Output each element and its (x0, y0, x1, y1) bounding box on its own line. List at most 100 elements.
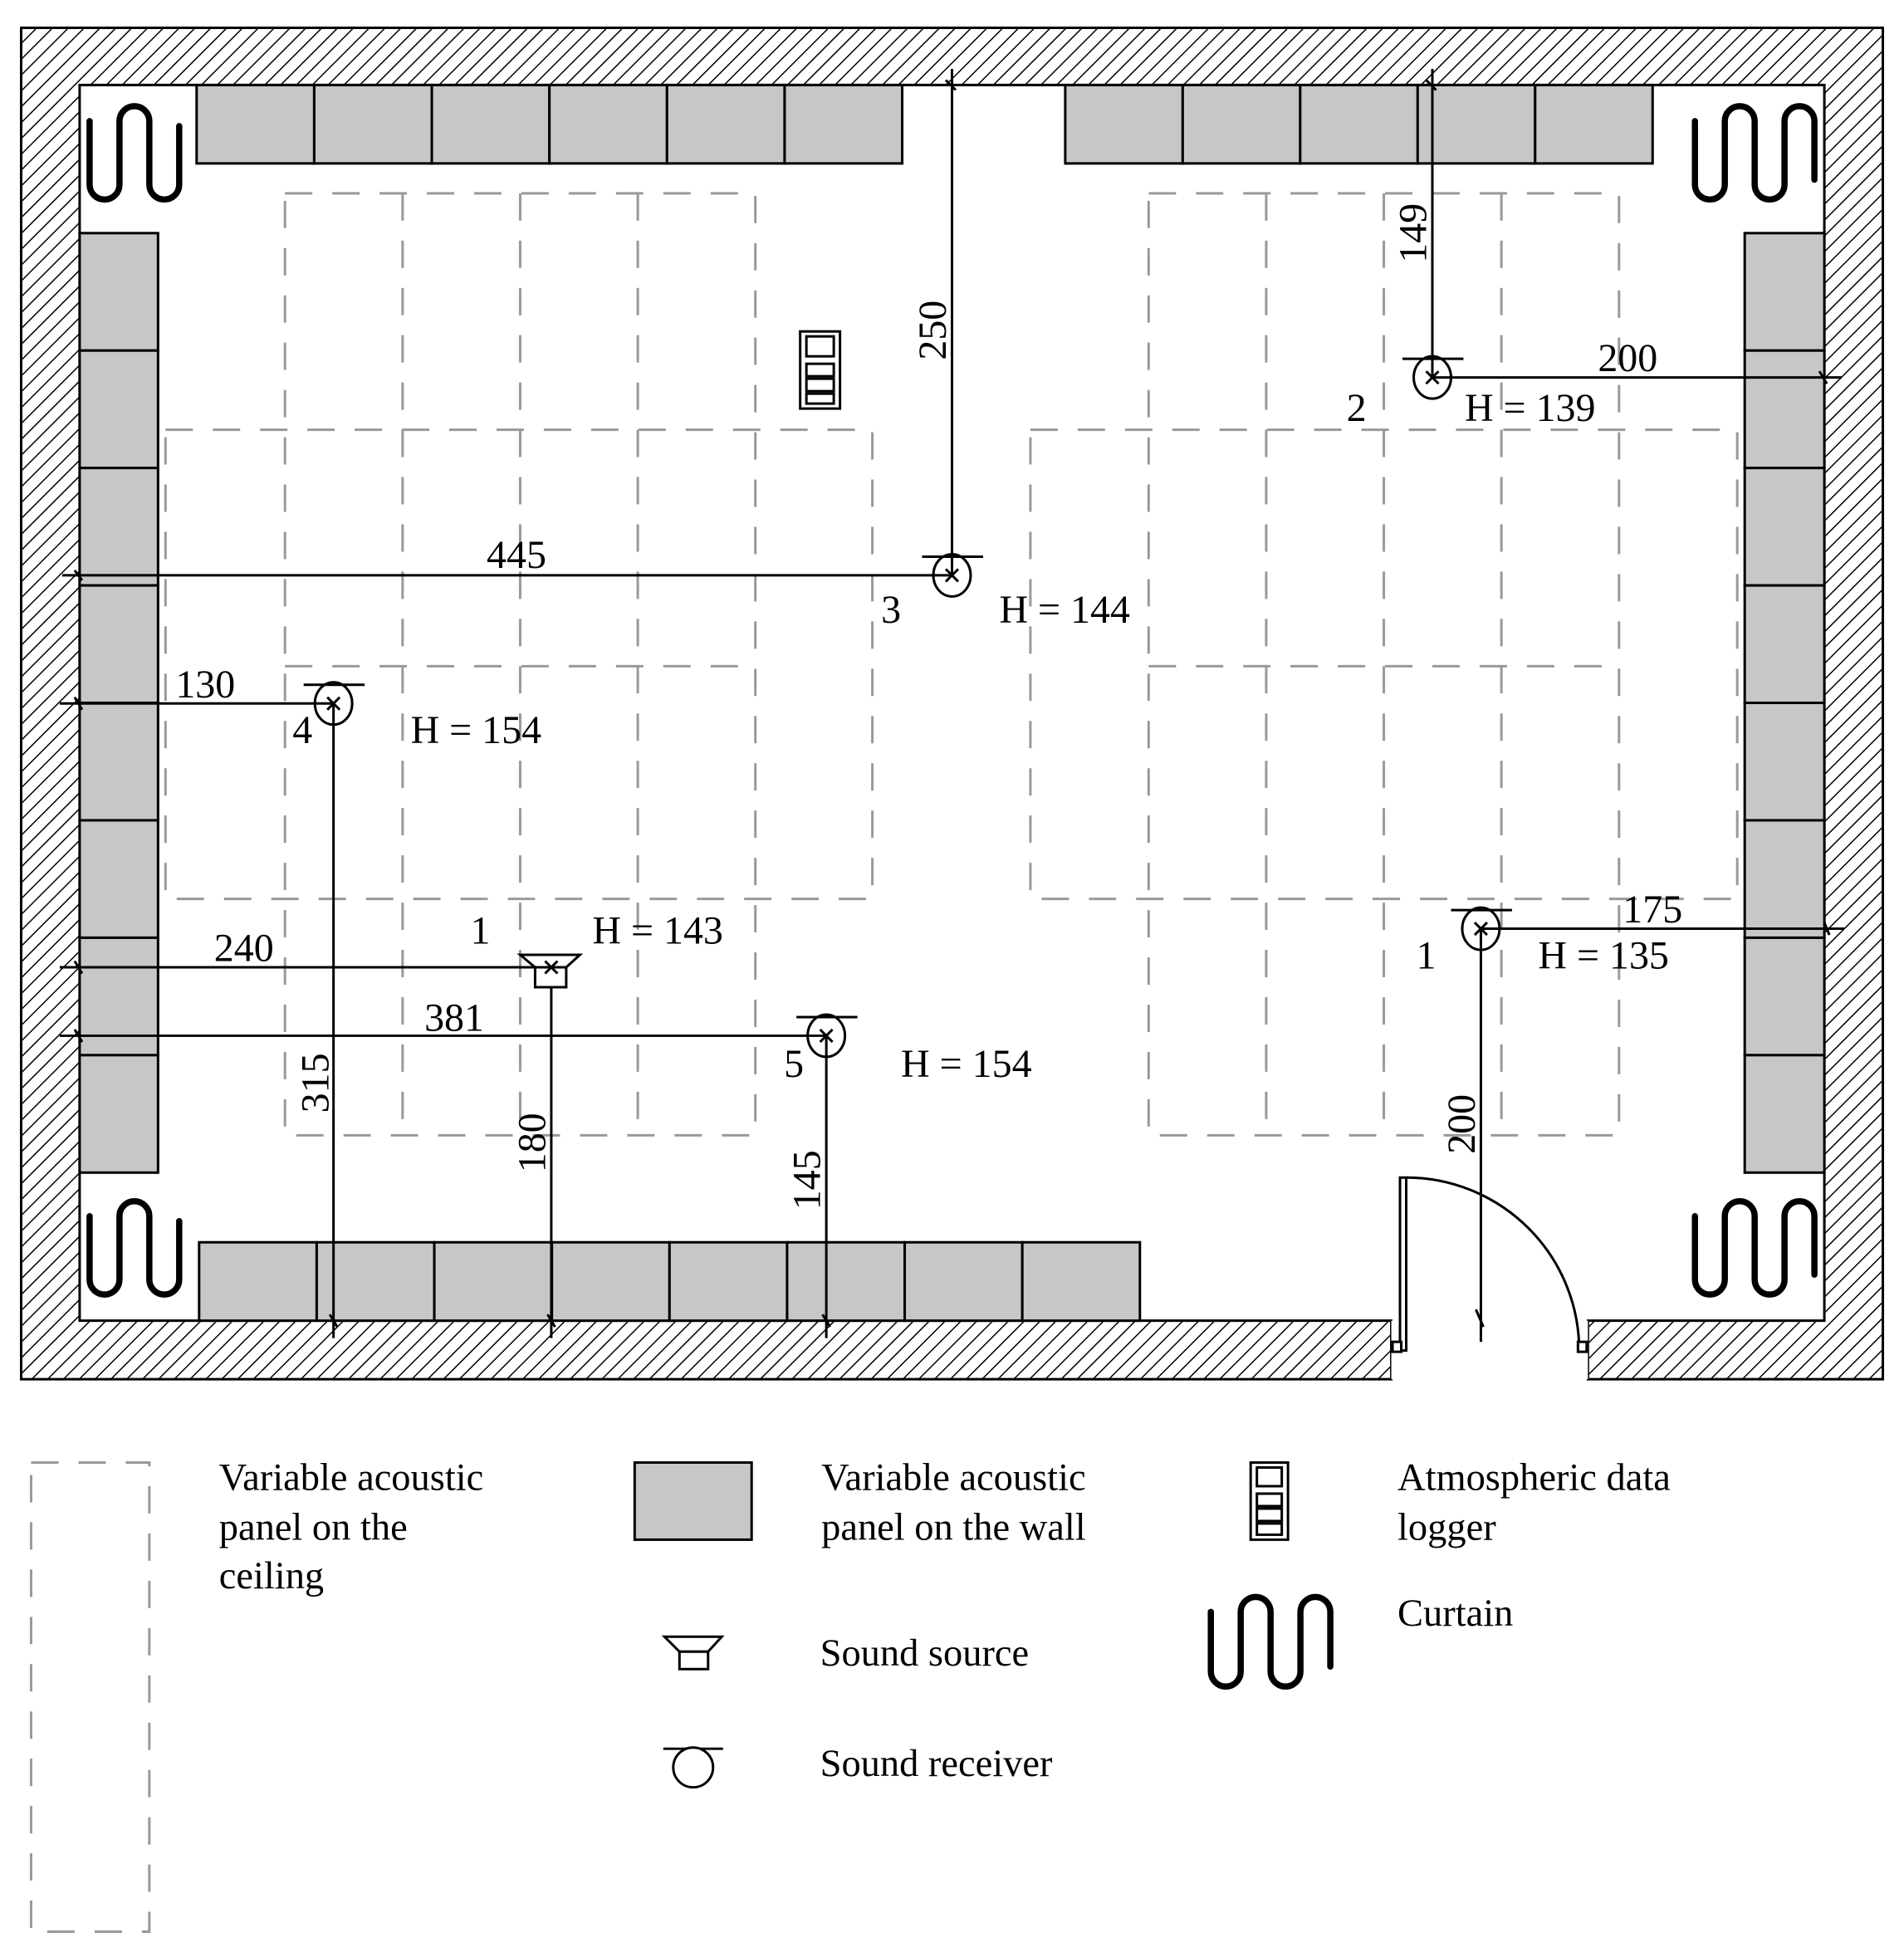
ceiling-panel (164, 428, 874, 901)
receiver-circle (806, 1013, 847, 1059)
wall-panel (551, 1240, 671, 1323)
wall-panel (1743, 349, 1826, 470)
wall-panel (315, 1240, 436, 1323)
wall-panel (78, 584, 159, 705)
legend-sound-source-label: Sound source (820, 1632, 1030, 1675)
wall-panel (198, 1240, 318, 1323)
wall-panel (433, 1240, 554, 1323)
data-logger-icon (799, 330, 842, 410)
receiver-circle (1412, 355, 1452, 400)
ceiling-panel (1147, 192, 1621, 1137)
curtains (86, 103, 1818, 1298)
legend-ceiling-panel-line1: Variable acoustic (219, 1456, 483, 1499)
receiver-label-5: 5 (784, 1042, 804, 1086)
sound-receivers (303, 355, 1512, 1059)
receiver-center-mark (819, 1028, 834, 1043)
wall-panel (78, 936, 159, 1057)
legend-wall-panel-icon (633, 1460, 753, 1541)
wall-panel (1021, 1240, 1142, 1323)
ceiling-panel (283, 192, 757, 1137)
legend-ceiling-panel-line2: panel on the (219, 1506, 408, 1548)
receiver-label-2: 2 (1347, 386, 1367, 430)
wall-panel (1743, 467, 1826, 587)
wall-panel (195, 83, 316, 165)
dimension-381: 381 (424, 996, 484, 1040)
door-icon (1391, 1176, 1588, 1380)
legend-sound-receiver-label: Sound receiver (820, 1743, 1053, 1785)
receiver-circle (932, 552, 972, 598)
dimension-175: 175 (1623, 888, 1682, 932)
curtain-icon (1691, 103, 1818, 203)
dimension-200-top: 200 (1598, 336, 1657, 380)
wall-panel (1743, 819, 1826, 939)
sound-receiver-icon (922, 552, 983, 598)
curtain-icon (86, 103, 183, 203)
source-height: H = 143 (592, 909, 723, 953)
receiver-label-4: 4 (292, 708, 312, 752)
wall-panel (665, 83, 786, 165)
receiver-height-4: H = 154 (411, 708, 542, 752)
wall-panel (1064, 83, 1184, 165)
wall-panel (1743, 936, 1826, 1057)
receiver-height-1: H = 135 (1538, 934, 1669, 978)
legend-logger-line1: Atmospheric data (1397, 1456, 1671, 1499)
dimension-130: 130 (175, 663, 235, 707)
wall-panel (78, 349, 159, 470)
dimension-145: 145 (786, 1150, 830, 1210)
wall-panel (1743, 584, 1826, 705)
receiver-center-mark (944, 568, 960, 583)
legend: Variable acoustic panel on the ceiling V… (29, 1456, 1671, 1933)
wall-panel (1299, 83, 1419, 165)
legend-sound-receiver-icon (663, 1746, 723, 1789)
receiver-label-1: 1 (1417, 934, 1437, 978)
legend-wall-panel-line1: Variable acoustic (821, 1456, 1085, 1499)
dimension-250: 250 (911, 301, 955, 360)
dimension-200-right: 200 (1440, 1094, 1484, 1154)
wall-panel (548, 83, 668, 165)
receiver-height-5: H = 154 (901, 1042, 1032, 1086)
legend-ceiling-panel-icon (29, 1460, 151, 1933)
wall-panel (786, 1240, 907, 1323)
wall-panel (78, 819, 159, 939)
wall-panel (78, 232, 159, 352)
receiver-label-3: 3 (881, 588, 901, 632)
sound-receiver-icon (1402, 355, 1464, 400)
wall-panel (1181, 83, 1302, 165)
wall-panel (78, 467, 159, 587)
legend-logger-line2: logger (1397, 1506, 1496, 1548)
receiver-height-3: H = 144 (999, 588, 1130, 632)
wall-panel (903, 1240, 1024, 1323)
receiver-center-mark (1425, 370, 1440, 385)
receiver-center-mark (1473, 921, 1488, 937)
dimension-445: 445 (487, 533, 546, 577)
legend-wall-panel-line2: panel on the wall (821, 1506, 1086, 1548)
wall-panel (312, 83, 433, 165)
dimension-lines (59, 68, 1845, 1343)
curtain-icon (1691, 1198, 1818, 1298)
legend-sound-source-icon (661, 1635, 725, 1671)
receiver-height-2: H = 139 (1465, 386, 1596, 430)
wall-panel (430, 83, 551, 165)
dimension-315: 315 (294, 1053, 338, 1113)
wall-panel (78, 702, 159, 822)
dimension-149: 149 (1392, 203, 1436, 263)
sound-receiver-icon (1451, 906, 1512, 952)
wall-panel (783, 83, 904, 165)
wall-panel (1743, 1054, 1826, 1174)
receiver-center-mark (326, 696, 341, 711)
curtain-icon (1207, 1593, 1334, 1690)
legend-ceiling-panel-line3: ceiling (219, 1555, 324, 1597)
wall-panel (1416, 83, 1537, 165)
dimension-240: 240 (214, 927, 274, 971)
legend-data-logger-icon (1249, 1460, 1290, 1541)
legend-curtain-label: Curtain (1397, 1592, 1513, 1635)
wall-panel (1743, 232, 1826, 352)
sound-source-icon (516, 953, 584, 989)
dimension-180: 180 (510, 1113, 554, 1172)
legend-curtain-icon (1207, 1593, 1334, 1690)
wall-panel (1534, 83, 1654, 165)
curtain-icon (86, 1198, 183, 1298)
source-label: 1 (471, 909, 491, 953)
sound-receiver-icon (303, 681, 365, 726)
